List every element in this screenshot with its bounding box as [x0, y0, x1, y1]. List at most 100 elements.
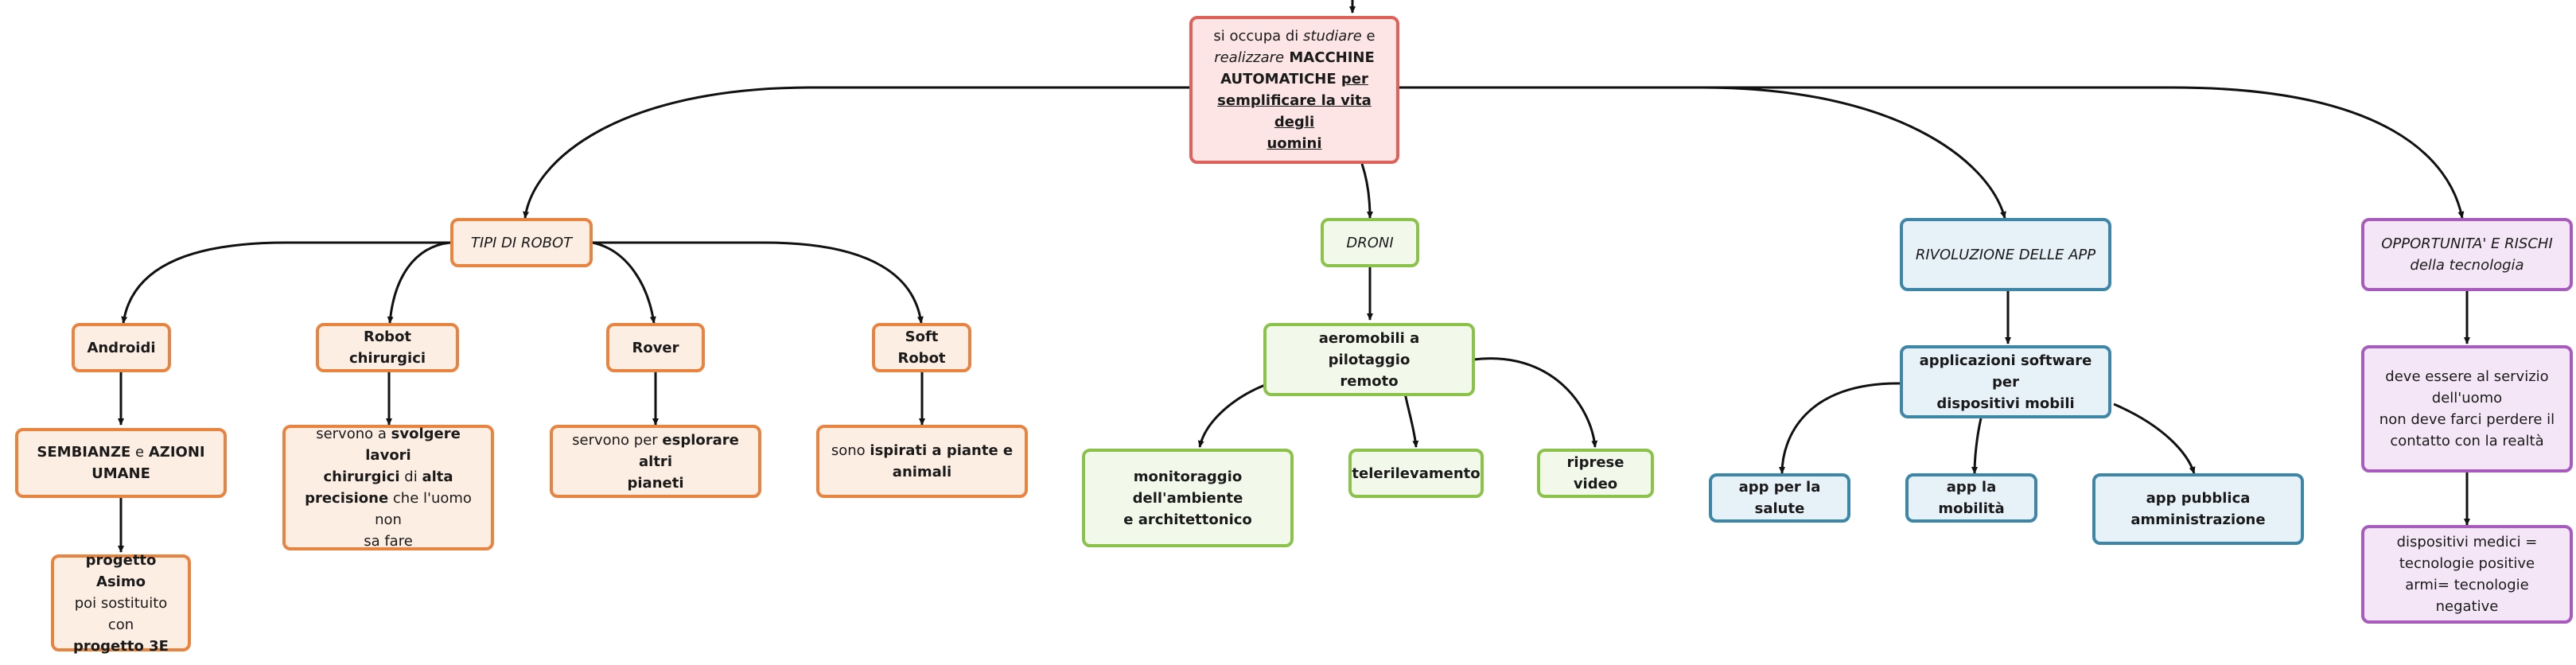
dispositivi-c: armi= tecnologie negative — [2405, 577, 2529, 615]
app-pa-b: amministrazione — [2130, 511, 2266, 528]
app-salute-label: app per la salute — [1738, 479, 1821, 517]
applicazioni-text: applicazioni software per dispositivi mo… — [1914, 350, 2097, 414]
asimo-node[interactable]: progetto Asimo poi sostituito con proget… — [51, 552, 191, 655]
dispositivi-text: dispositivi medici = tecnologie positive… — [2376, 531, 2558, 617]
edge-root-droni — [1360, 163, 1373, 219]
app-mobilita-node[interactable]: app la mobilità — [1905, 473, 2037, 523]
chir-b: svolgere lavori — [365, 426, 461, 464]
soft-a: sono — [831, 442, 870, 459]
chir-g: che l'uomo non — [375, 490, 472, 528]
rivoluzione-node[interactable]: RIVOLUZIONE DELLE APP — [1900, 218, 2111, 291]
edge-tipi-soft — [593, 241, 924, 324]
chirurgici-desc-text: servono a svolgere lavori chirurgici di … — [297, 423, 480, 552]
telerilevamento-node[interactable]: telerilevamento — [1348, 449, 1484, 498]
root-l2b: MACCHINE — [1284, 49, 1375, 66]
edge-root-app — [1399, 86, 2006, 219]
aeromobili-node[interactable]: aeromobili a pilotaggio remoto — [1263, 323, 1475, 396]
monitoraggio-node[interactable]: monitoraggio dell'ambiente e architetton… — [1082, 449, 1294, 547]
root-l1b: studiare — [1303, 28, 1362, 45]
chir-a: servono a — [316, 426, 391, 442]
chir-d: di — [399, 469, 422, 485]
robot-chirurgici-label: Robot chirurgici — [348, 329, 426, 367]
androidi-label: Androidi — [87, 339, 156, 356]
edge-tipi-chirurgici — [387, 241, 451, 324]
monitoraggio-text: monitoraggio dell'ambiente e architetton… — [1123, 466, 1252, 531]
tipi-robot-node[interactable]: TIPI DI ROBOT — [450, 218, 593, 267]
root-l2a: realizzare — [1214, 49, 1285, 66]
app-mobilita-label: app la mobilità — [1938, 479, 2005, 517]
root-l4: semplificare la vita degli — [1217, 92, 1372, 130]
riprese-label: riprese video — [1566, 454, 1625, 492]
servizio-b: dell'uomo — [2431, 390, 2503, 406]
root-l3u: per — [1341, 71, 1368, 88]
rover-c: pianeti — [627, 474, 684, 492]
monitoraggio-b: dell'ambiente — [1132, 489, 1243, 507]
asimo-b: poi sostituito con — [74, 594, 168, 633]
opportunita-text: OPPORTUNITA' E RISCHI della tecnologia — [2381, 233, 2553, 276]
soft-robot-label: Soft Robot — [897, 329, 946, 367]
root-l3: AUTOMATICHE — [1220, 71, 1341, 88]
edge-tipi-rover — [592, 241, 656, 324]
droni-node[interactable]: DRONI — [1321, 218, 1419, 267]
soft-c: animali — [892, 464, 952, 480]
rover-label: Rover — [632, 339, 679, 356]
riprese-node[interactable]: riprese video — [1537, 449, 1654, 498]
dispositivi-a: dispositivi medici = — [2396, 534, 2538, 550]
sembianze-node[interactable]: SEMBIANZE e AZIONI UMANE — [15, 428, 227, 498]
edge-applicazioni-mobilita — [1971, 418, 1983, 474]
sembianze-text: SEMBIANZE e AZIONI UMANE — [37, 441, 204, 484]
app-pa-text: app pubblica amministrazione — [2130, 488, 2265, 531]
dispositivi-node[interactable]: dispositivi medici = tecnologie positive… — [2361, 525, 2573, 624]
app-pa-a: app pubblica — [2146, 490, 2251, 507]
chir-f: precisione — [305, 490, 389, 507]
edge-root-opp — [1399, 86, 2465, 219]
chir-c: chirurgici — [323, 469, 400, 485]
monitoraggio-c: e architettonico — [1123, 511, 1252, 528]
soft-b: ispirati a piante e — [870, 442, 1014, 459]
asimo-a: progetto Asimo — [85, 551, 157, 590]
rover-a: servono per — [572, 431, 663, 449]
edge-aeromobili-riprese — [1473, 357, 1598, 448]
telerilevamento-label: telerilevamento — [1352, 465, 1481, 482]
applicazioni-b: dispositivi mobili — [1936, 395, 2075, 412]
aeromobili-text: aeromobili a pilotaggio remoto — [1278, 328, 1461, 392]
robot-chirurgici-node[interactable]: Robot chirurgici — [316, 323, 459, 372]
rover-desc-node[interactable]: servono per esplorare altri pianeti — [550, 425, 761, 498]
servizio-text: deve essere al servizio dell'uomo non de… — [2379, 366, 2555, 452]
chirurgici-desc-node[interactable]: servono a svolgere lavori chirurgici di … — [282, 425, 494, 550]
edge-tipi-androidi — [121, 241, 450, 324]
root-l5: uomini — [1267, 135, 1322, 152]
chir-h: sa fare — [364, 533, 413, 550]
app-salute-node[interactable]: app per la salute — [1709, 473, 1850, 523]
app-pa-node[interactable]: app pubblica amministrazione — [2092, 473, 2304, 545]
opportunita-b: della tecnologia — [2410, 257, 2524, 274]
rover-node[interactable]: Rover — [606, 323, 705, 372]
sembianze-d: UMANE — [91, 465, 150, 482]
applicazioni-a: applicazioni software per — [1919, 352, 2092, 391]
asimo-c: progetto 3E — [73, 637, 169, 655]
androidi-node[interactable]: Androidi — [72, 323, 171, 372]
sembianze-b: e — [130, 444, 149, 461]
soft-desc-text: sono ispirati a piante e animali — [831, 440, 1013, 483]
opportunita-node[interactable]: OPPORTUNITA' E RISCHI della tecnologia — [2361, 218, 2573, 291]
sembianze-c: AZIONI — [148, 444, 205, 461]
sembianze-a: SEMBIANZE — [37, 444, 131, 461]
edge-root-tipi — [523, 86, 1189, 219]
edge-applicazioni-pa — [2113, 402, 2196, 474]
edge-aeromobili-monitoraggio — [1197, 383, 1266, 448]
monitoraggio-a: monitoraggio — [1133, 468, 1243, 485]
rivoluzione-label: RIVOLUZIONE DELLE APP — [1915, 246, 2096, 263]
applicazioni-node[interactable]: applicazioni software per dispositivi mo… — [1900, 345, 2111, 418]
soft-robot-node[interactable]: Soft Robot — [872, 323, 971, 372]
asimo-text: progetto Asimo poi sostituito con proget… — [65, 550, 177, 657]
soft-desc-node[interactable]: sono ispirati a piante e animali — [816, 425, 1028, 498]
aeromobili-b: remoto — [1340, 372, 1399, 390]
servizio-node[interactable]: deve essere al servizio dell'uomo non de… — [2361, 345, 2573, 472]
servizio-d: contatto con la realtà — [2390, 433, 2544, 449]
root-node[interactable]: si occupa di studiare e realizzare MACCH… — [1189, 16, 1399, 164]
servizio-c: non deve farci perdere il — [2379, 411, 2555, 428]
chir-e: alta — [422, 469, 453, 485]
droni-label: DRONI — [1346, 234, 1394, 251]
rover-b: esplorare altri — [639, 431, 739, 470]
